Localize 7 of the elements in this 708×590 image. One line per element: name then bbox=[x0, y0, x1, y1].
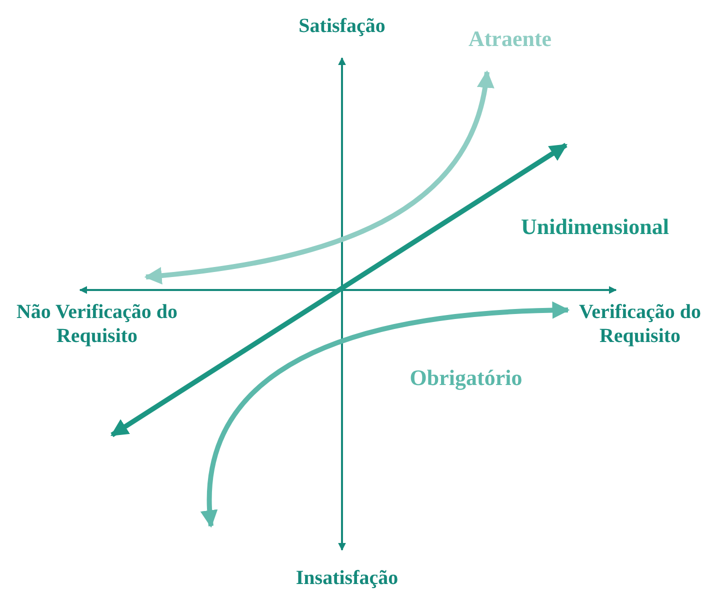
axis-label: Satisfação bbox=[298, 14, 386, 38]
axis-label: Não Verificação do Requisito bbox=[15, 300, 179, 348]
curve-label: Obrigatório bbox=[410, 366, 522, 390]
axis-label: Verificação do Requisito bbox=[578, 300, 702, 348]
curve-label: Unidimensional bbox=[521, 215, 669, 239]
curve-label: Atraente bbox=[468, 27, 552, 51]
axis-label: Insatisfação bbox=[296, 566, 398, 590]
